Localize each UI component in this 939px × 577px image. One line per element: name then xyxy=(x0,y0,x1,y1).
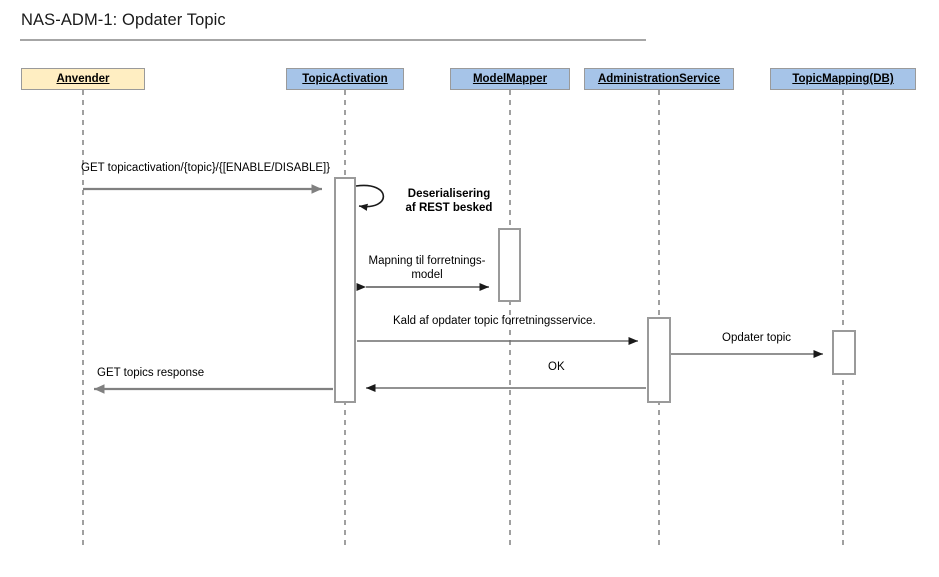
message-label-deserialisering-line1: Deserialisering xyxy=(407,188,491,200)
message-label-deserialisering-line2: af REST besked xyxy=(405,201,493,214)
activation-bars xyxy=(334,177,856,403)
arrow-deserialisering xyxy=(355,184,385,211)
message-label-mapning-line2: model xyxy=(411,268,443,281)
message-label-kald-forretningsservice: Kald af opdater topic forretningsservice… xyxy=(393,315,596,327)
activation-topicmapping xyxy=(832,330,856,375)
title-divider xyxy=(20,39,646,41)
lifeline-label-modelmapper: ModelMapper xyxy=(472,73,548,85)
message-label-mapning: Mapning til forretnings- model xyxy=(355,255,499,282)
lifeline-label-adminservice: AdministrationService xyxy=(597,73,721,85)
lifeline-label-topicmapping: TopicMapping(DB) xyxy=(792,73,894,85)
lifeline-label-topicactivation: TopicActivation xyxy=(302,73,388,85)
activation-adminservice xyxy=(647,317,671,403)
activation-topicactivation xyxy=(334,177,356,403)
activation-modelmapper xyxy=(498,228,521,302)
lifeline-head-topicactivation[interactable]: TopicActivation xyxy=(286,68,404,90)
lifeline-head-adminservice[interactable]: AdministrationService xyxy=(584,68,734,90)
lifeline-head-topicmapping[interactable]: TopicMapping(DB) xyxy=(770,68,916,90)
message-label-opdater-topic: Opdater topic xyxy=(722,332,792,344)
message-label-deserialisering: Deserialisering af REST besked xyxy=(398,188,500,215)
lifeline-label-anvender: Anvender xyxy=(56,73,110,85)
message-label-get-topicactivation: GET topicactivation/{topic}/{[ENABLE/DIS… xyxy=(81,162,331,174)
message-label-get-topics-response: GET topics response xyxy=(97,367,205,379)
lifeline-head-modelmapper[interactable]: ModelMapper xyxy=(450,68,570,90)
message-label-mapning-line1: Mapning til forretnings- xyxy=(368,255,486,267)
page-title: NAS-ADM-1: Opdater Topic xyxy=(21,11,226,29)
message-arrows xyxy=(83,184,823,394)
lifeline-head-anvender[interactable]: Anvender xyxy=(21,68,145,90)
message-label-ok: OK xyxy=(548,361,565,373)
